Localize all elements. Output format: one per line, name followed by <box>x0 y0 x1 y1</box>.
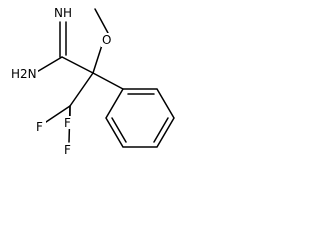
atom-label-amine-nh2: H2N <box>11 67 37 81</box>
atom-label-fluorine-top: F <box>64 116 71 130</box>
bond-o-methyl <box>94 8 109 34</box>
atom-labels: NH H2N O F F F <box>10 6 113 157</box>
bond-set <box>34 8 175 148</box>
phenyl-double-2 <box>153 117 169 143</box>
atom-label-methoxy-o: O <box>102 33 111 47</box>
bond-c-f-left <box>42 105 71 125</box>
phenyl-ring <box>105 88 175 148</box>
bond-c-o <box>92 44 103 74</box>
chemical-structure: NH H2N O F F F <box>10 6 175 157</box>
atom-label-imine-nh: NH <box>54 6 72 20</box>
bond-c-cf3 <box>69 72 94 107</box>
bond-c-phenyl <box>92 72 124 90</box>
bond-c-c-central <box>61 56 94 74</box>
bond-c-n-amine <box>34 56 63 74</box>
phenyl-double-3 <box>111 117 127 143</box>
atom-label-fluorine-bottom: F <box>64 143 71 157</box>
atom-label-fluorine-left: F <box>36 120 43 134</box>
